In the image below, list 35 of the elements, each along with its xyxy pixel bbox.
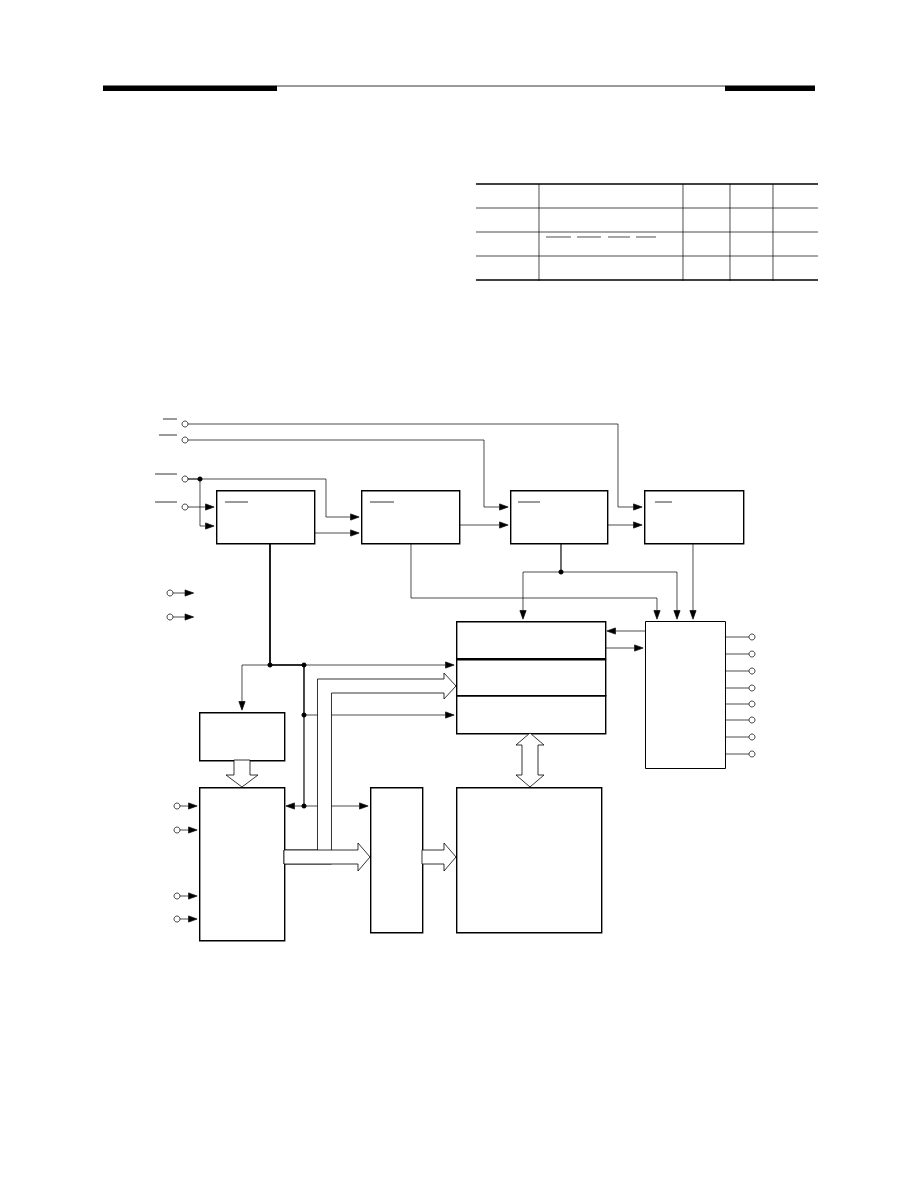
block-box <box>456 695 607 735</box>
arrow <box>187 503 215 511</box>
arrow <box>606 521 643 529</box>
bus-arrow <box>225 759 259 788</box>
arrow <box>604 644 644 652</box>
arrow <box>179 802 198 810</box>
block-box <box>456 621 607 660</box>
arrow <box>689 542 697 620</box>
arrow <box>606 627 646 635</box>
arrow <box>313 529 360 537</box>
arrow <box>410 542 661 620</box>
arrow <box>179 915 198 923</box>
block-box <box>456 659 607 697</box>
arrow <box>187 439 509 511</box>
arrow <box>172 589 194 597</box>
block-box <box>199 712 286 762</box>
arrow <box>269 542 369 810</box>
block-box <box>370 787 424 934</box>
arrow <box>560 542 681 620</box>
arrow <box>179 892 198 900</box>
bus-arrow <box>515 732 545 788</box>
arrow <box>179 826 198 834</box>
block-box <box>645 621 726 769</box>
block-box <box>644 490 745 545</box>
bus-arrow <box>421 842 457 872</box>
block-box <box>199 787 286 942</box>
block-box <box>456 787 603 934</box>
block-box <box>361 490 461 545</box>
arrow <box>187 478 215 530</box>
block-box <box>510 490 609 545</box>
arrow <box>187 423 643 511</box>
arrow <box>172 613 194 621</box>
arrow <box>458 521 509 529</box>
block-box <box>216 490 316 545</box>
bus-arrow <box>283 842 371 872</box>
